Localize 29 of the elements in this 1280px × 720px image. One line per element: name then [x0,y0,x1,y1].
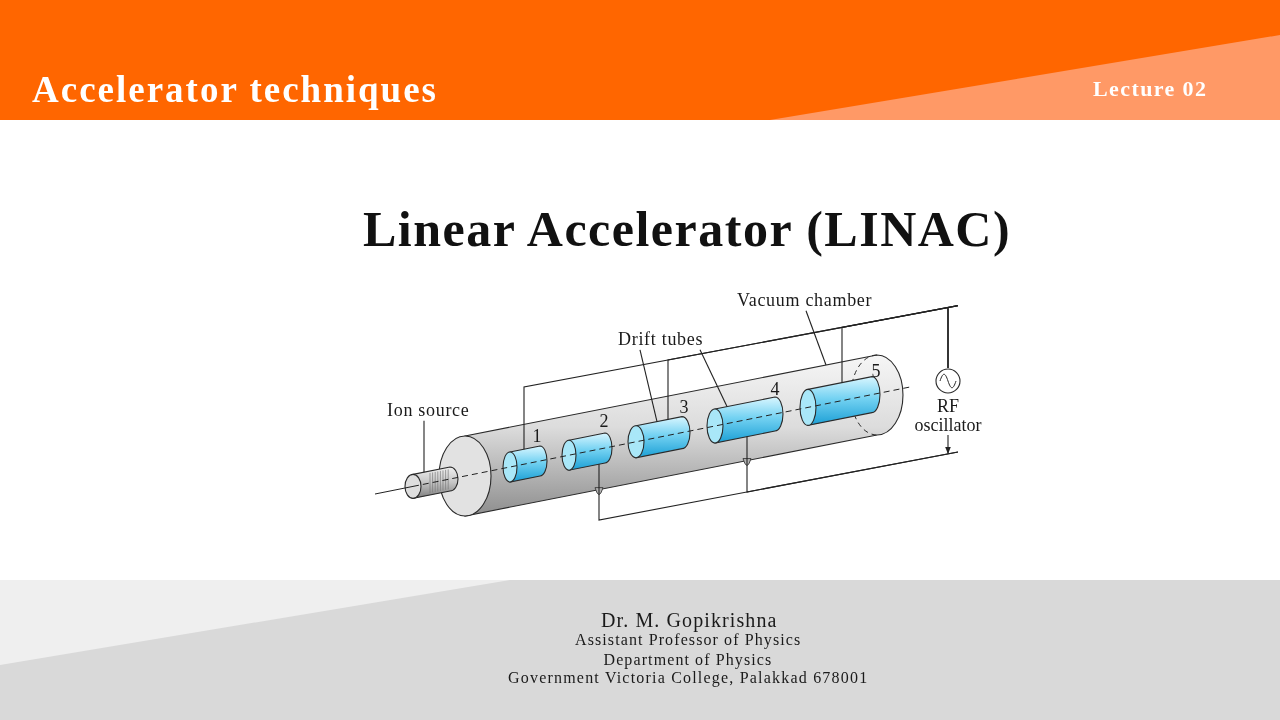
drift-tube [627,416,691,459]
leader-line [639,349,658,423]
callout-number: 5 [871,362,881,382]
drift-tube [561,432,613,471]
part-label: Drift tubes [618,330,704,350]
author-position: Assistant Professor of Physics [575,631,802,649]
ion-source [403,465,460,501]
leader-line [423,420,425,473]
department-name: Department of Physics [603,651,773,669]
wire [746,436,959,493]
author-name: Dr. M. Gopikrishna [601,609,778,631]
course-title: Accelerator techniques [32,69,438,111]
callout-number: 2 [599,412,609,432]
drift-tube [502,445,548,483]
drift-tube [799,376,881,426]
wire [841,305,959,384]
leader-line [699,349,728,408]
lecture-number: Lecture 02 [1093,77,1208,102]
part-label: Vacuum chamber [737,291,873,311]
arrow [945,434,951,455]
callout-number: 4 [770,380,780,400]
slide-title: Linear Accelerator (LINAC) [363,201,1012,257]
college-address: Government Victoria College, Palakkad 678001 [508,669,869,687]
drift-tube [706,396,784,444]
callout-number: 1 [532,427,542,447]
part-label: Ion source [387,401,470,421]
part-label: RF oscillator [913,397,983,435]
callout-number: 3 [679,398,689,418]
leader-line [805,310,827,366]
